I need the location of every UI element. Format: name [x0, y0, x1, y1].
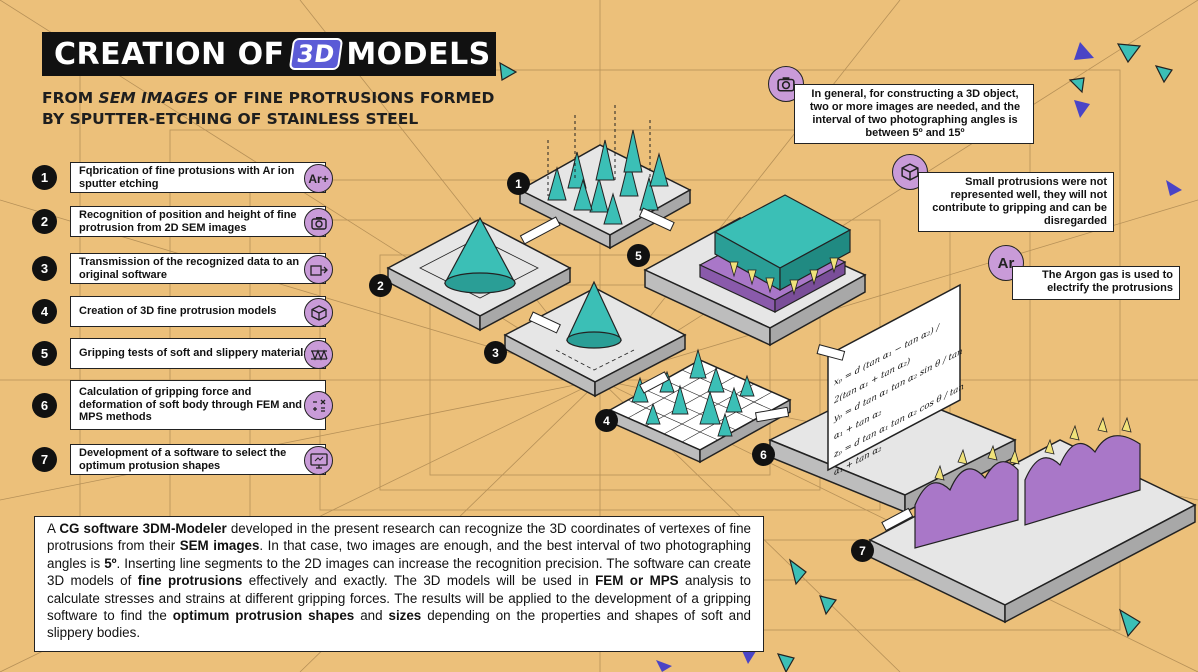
note-argon-text: The Argon gas is used to	[1042, 269, 1173, 281]
step-number: 3	[32, 256, 57, 281]
gripper-icon	[304, 340, 333, 369]
title-3d-mark: 3D	[288, 38, 343, 70]
camera-icon	[304, 208, 333, 237]
diagram-label-7: 7	[851, 539, 874, 562]
page-title: CREATION OF 3D MODELS	[42, 32, 496, 76]
para-bold: CG software 3DM-Modeler	[59, 521, 227, 536]
step-text: Recognition of position and height of fi…	[70, 206, 326, 237]
para-bold: SEM images	[179, 538, 260, 554]
para-text: . In that case, two images are enough, a…	[47, 538, 751, 571]
note-small-text: were not represented well, they will not…	[932, 176, 1107, 227]
note-argon-bold: electrify	[1047, 282, 1090, 294]
title-part-1: CREATION OF	[54, 36, 285, 72]
platform-5-gripping	[643, 194, 867, 347]
argon-icon: Ar	[988, 245, 1024, 281]
note-small-bold: Small protrusions	[965, 176, 1059, 188]
title-part-2: MODELS	[346, 36, 491, 72]
step-number: 2	[32, 209, 57, 234]
note-photo-text: In general, for constructing a 3D object…	[809, 88, 1021, 139]
para-bold: fine protrusions	[137, 573, 243, 589]
para-text: . Inserting line segments to the 2D imag…	[47, 555, 751, 589]
step-text: Gripping tests of soft and slippery mate…	[70, 338, 326, 369]
diagram-label-2: 2	[369, 274, 392, 297]
para-bold: 5º	[104, 555, 117, 571]
diagram-label-1: 1	[507, 172, 530, 195]
platform-3-transmission	[503, 280, 687, 398]
platform-7-development	[868, 416, 1197, 624]
step-number: 7	[32, 447, 57, 472]
diagram-label-5: 5	[627, 244, 650, 267]
step-1: 1 Fqbrication of fine protusions with Ar…	[32, 162, 352, 194]
calculator-icon	[304, 391, 333, 420]
diagram-label-3: 3	[484, 341, 507, 364]
argon-plus-icon: Ar+	[304, 164, 333, 193]
cube-icon	[304, 298, 333, 327]
step-text: Calculation of gripping force and deform…	[70, 380, 326, 430]
para-bold: FEM or MPS	[595, 573, 679, 589]
subtitle-line-2: BY SPUTTER-ETCHING OF STAINLESS STEEL	[42, 110, 419, 128]
subtitle-emphasis: SEM IMAGES	[98, 89, 209, 107]
page-subtitle: FROM SEM IMAGES OF FINE PROTRUSIONS FORM…	[42, 88, 522, 130]
step-number: 4	[32, 299, 57, 324]
step-text: Development of a software to select the …	[70, 444, 326, 475]
step-7: 7 Development of a software to select th…	[32, 444, 352, 476]
subtitle-post: OF FINE PROTRUSIONS FORMED	[208, 89, 495, 107]
para-text: developed in the present research can re…	[47, 521, 751, 554]
diagram-label-4: 4	[595, 409, 618, 432]
note-photo-bold: 5º and 15º	[912, 127, 965, 139]
argon-plus-icon-label: Ar+	[308, 171, 329, 186]
step-6: 6 Calculation of gripping force and defo…	[32, 380, 352, 430]
step-text: Fqbrication of fine protusions with Ar i…	[70, 162, 326, 193]
step-2: 2 Recognition of position and height of …	[32, 206, 352, 238]
subtitle-pre: FROM	[42, 89, 99, 107]
step-5: 5 Gripping tests of soft and slippery ma…	[32, 338, 352, 370]
summary-paragraph: A CG software 3DM-Modeler developed in t…	[34, 516, 764, 652]
para-bold: optimum protrusion shapes	[172, 608, 355, 624]
note-argon-post: the protrusions	[1089, 282, 1173, 294]
para-text: A	[47, 521, 60, 536]
para-text: and	[354, 608, 389, 624]
monitor-icon	[304, 446, 333, 475]
para-text: depending on the properties and shapes o…	[47, 608, 751, 641]
para-text: effectively and exactly. The 3D models w…	[242, 573, 596, 589]
platform-2-recognition	[386, 216, 572, 332]
step-3: 3 Transmission of the recognized data to…	[32, 253, 352, 285]
argon-icon-label: Ar	[997, 254, 1015, 272]
step-text: Creation of 3D fine protrusion models	[70, 296, 326, 327]
step-text: Transmission of the recognized data to a…	[70, 253, 326, 284]
transfer-icon	[304, 255, 333, 284]
step-4: 4 Creation of 3D fine protrusion models	[32, 296, 352, 328]
step-number: 5	[32, 341, 57, 366]
note-argon-gas: The Argon gas is used to electrify the p…	[1012, 266, 1180, 300]
diagram-label-6: 6	[752, 443, 775, 466]
note-small-protrusions: Small protrusions were not represented w…	[918, 172, 1114, 232]
para-bold: sizes	[388, 608, 422, 624]
step-number: 1	[32, 165, 57, 190]
step-number: 6	[32, 393, 57, 418]
note-photographing-angles: In general, for constructing a 3D object…	[794, 84, 1034, 144]
para-text: analysis to calculate stresses and strai…	[47, 573, 751, 624]
